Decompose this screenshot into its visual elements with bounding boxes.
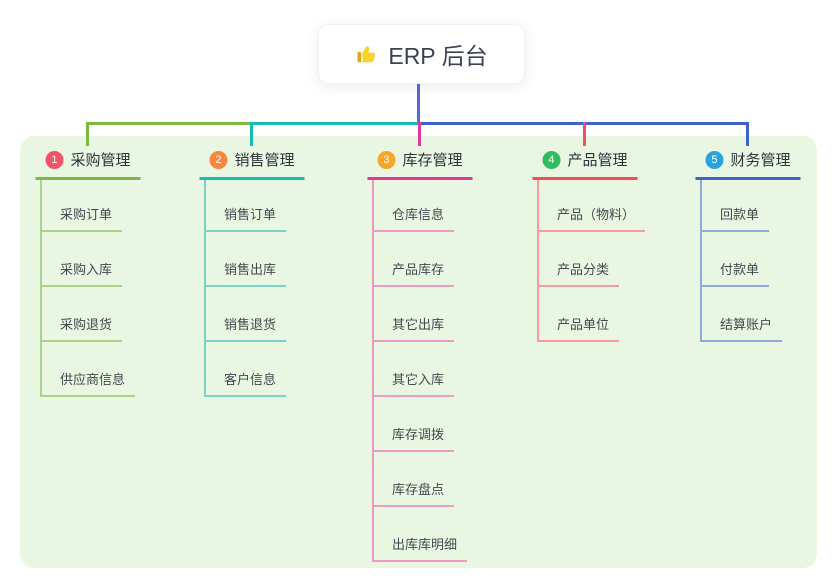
- child-node[interactable]: 销售出库: [204, 248, 287, 287]
- branch-node-2[interactable]: 2 销售管理: [199, 149, 305, 180]
- child-node[interactable]: 其它入库: [372, 358, 455, 397]
- connector-line-drop: [418, 122, 421, 146]
- branch-trunk-line: [40, 177, 42, 397]
- branch-number-badge: 1: [45, 150, 64, 169]
- child-node[interactable]: 供应商信息: [40, 358, 136, 397]
- connector-line-horizontal: [250, 122, 420, 125]
- child-node[interactable]: 结算账户: [700, 303, 783, 342]
- connector-line-drop: [86, 122, 89, 146]
- branch-label: 财务管理: [730, 152, 791, 169]
- branch-trunk-line: [700, 177, 702, 342]
- child-node[interactable]: 出库库明细: [372, 523, 468, 562]
- child-node[interactable]: 付款单: [700, 248, 770, 287]
- root-node[interactable]: ERP 后台: [318, 24, 525, 84]
- child-node[interactable]: 仓库信息: [372, 193, 455, 232]
- child-node[interactable]: 采购订单: [40, 193, 123, 232]
- branch-trunk-line: [372, 177, 374, 562]
- child-node[interactable]: 库存盘点: [372, 468, 455, 507]
- child-node[interactable]: 产品单位: [537, 303, 620, 342]
- mindmap-panel-background: [20, 136, 817, 568]
- child-node[interactable]: 销售退货: [204, 303, 287, 342]
- child-node[interactable]: 回款单: [700, 193, 770, 232]
- branch-number-badge: 2: [209, 150, 228, 169]
- branch-number-badge: 3: [377, 150, 396, 169]
- branch-number-badge: 4: [542, 150, 561, 169]
- child-node[interactable]: 产品库存: [372, 248, 455, 287]
- branch-node-4[interactable]: 4 产品管理: [532, 149, 638, 180]
- branch-label: 产品管理: [567, 152, 628, 169]
- root-label: ERP 后台: [388, 43, 488, 69]
- connector-line-drop: [583, 122, 586, 146]
- branch-label: 采购管理: [70, 152, 131, 169]
- thumbs-up-icon: [355, 42, 379, 66]
- connector-line-drop: [746, 122, 749, 146]
- branch-node-5[interactable]: 5 财务管理: [695, 149, 801, 180]
- connector-line-drop: [250, 122, 253, 146]
- child-node[interactable]: 客户信息: [204, 358, 287, 397]
- connector-line-horizontal: [86, 122, 253, 125]
- child-node[interactable]: 采购入库: [40, 248, 123, 287]
- branch-trunk-line: [537, 177, 539, 342]
- branch-number-badge: 5: [705, 150, 724, 169]
- child-node[interactable]: 产品分类: [537, 248, 620, 287]
- branch-label: 销售管理: [234, 152, 295, 169]
- branch-node-1[interactable]: 1 采购管理: [35, 149, 141, 180]
- child-node[interactable]: 其它出库: [372, 303, 455, 342]
- branch-node-3[interactable]: 3 库存管理: [367, 149, 473, 180]
- root-stem-line: [417, 82, 420, 122]
- branch-label: 库存管理: [402, 152, 463, 169]
- child-node[interactable]: 库存调拨: [372, 413, 455, 452]
- branch-trunk-line: [204, 177, 206, 397]
- child-node[interactable]: 销售订单: [204, 193, 287, 232]
- child-node[interactable]: 产品（物料）: [537, 193, 646, 232]
- child-node[interactable]: 采购退货: [40, 303, 123, 342]
